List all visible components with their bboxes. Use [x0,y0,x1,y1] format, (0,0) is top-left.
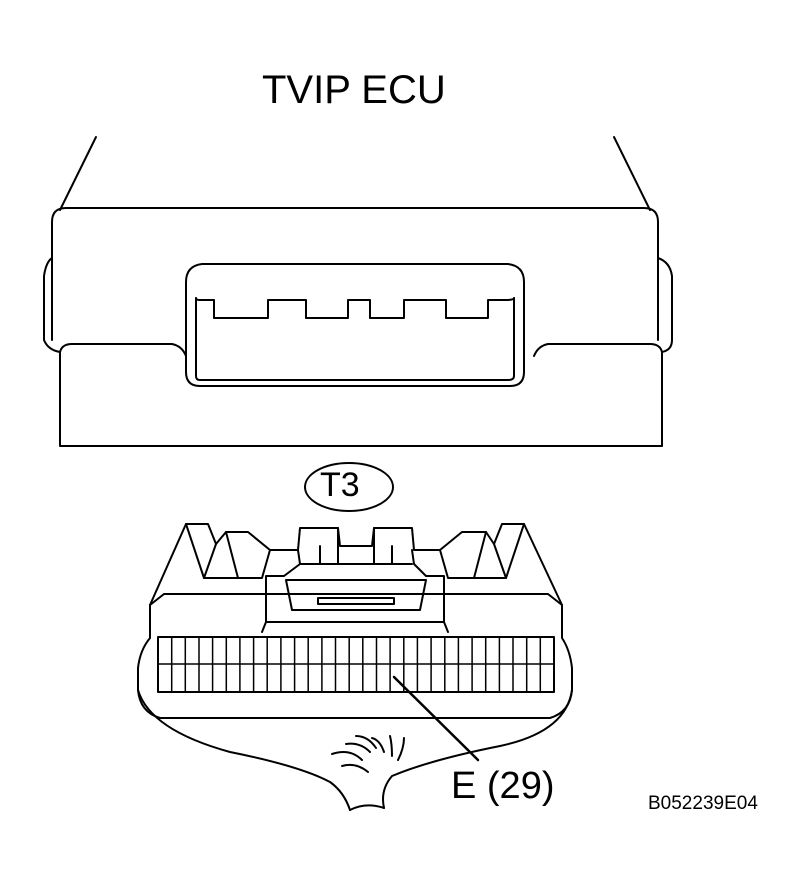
ecu-socket [185,263,525,387]
terminal-face [157,636,555,693]
terminal-label: E (29) [451,765,555,807]
wire-bundle [137,689,573,811]
ecu-housing [43,136,673,447]
connector-code-label: T3 [320,466,360,504]
connector-code-badge [304,462,394,512]
connector-housing [137,523,573,719]
terminal-cells [170,636,542,693]
diagram-title: TVIP ECU [262,68,446,112]
terminal-leader-line [392,675,480,762]
figure-code: B052239E04 [648,793,758,814]
